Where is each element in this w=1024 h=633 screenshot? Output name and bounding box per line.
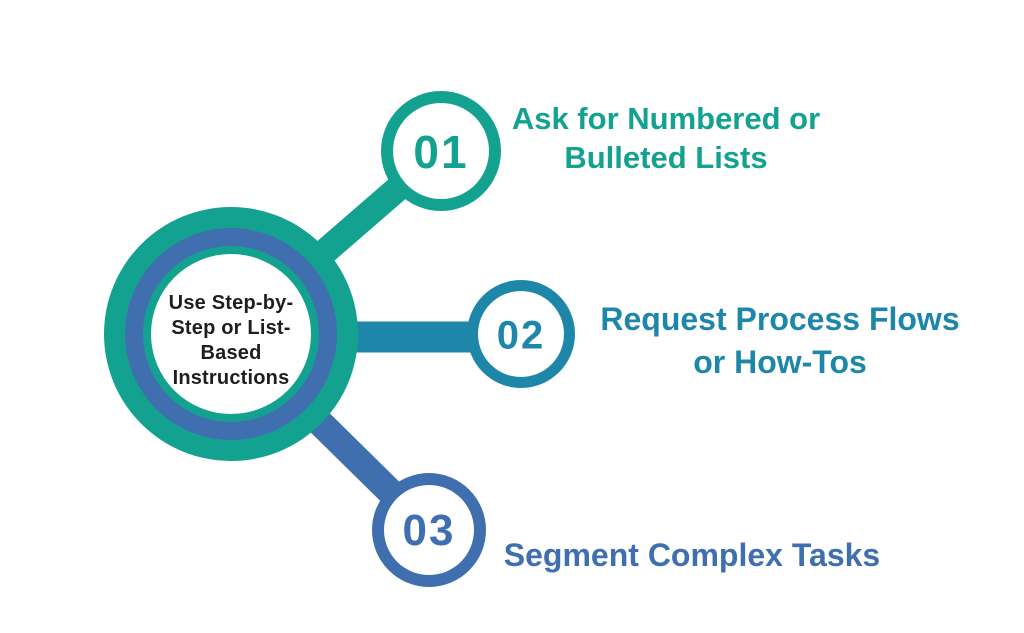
node-03-label-line: Segment Complex Tasks <box>503 537 881 573</box>
center-topic-line: Use Step-by- <box>168 292 294 314</box>
node-02-label-line: Request Process Flows <box>600 301 960 337</box>
node-02-number: 02 <box>496 313 546 358</box>
center-topic-line: Step or List- <box>171 317 291 339</box>
center-topic-line: Based <box>200 342 262 364</box>
node-01-label-line: Bulleted Lists <box>564 140 768 175</box>
node-01-label: Ask for Numbered or Bulleted Lists <box>512 99 820 177</box>
node-02-label: Request Process Flows or How-Tos <box>600 298 959 384</box>
node-03-number: 03 <box>402 506 456 555</box>
node-02-label-line: or How-Tos <box>693 344 867 380</box>
node-02-core <box>478 291 564 377</box>
center-circle-core <box>151 254 311 414</box>
node-01-number: 01 <box>413 126 469 178</box>
node-03-label: Segment Complex Tasks <box>504 536 880 574</box>
node-01-label-line: Ask for Numbered or <box>511 101 821 136</box>
node-03-core <box>384 485 474 575</box>
center-topic-line: Instructions <box>172 367 290 389</box>
center-topic-label: Use Step-by- Step or List- Based Instruc… <box>146 291 316 391</box>
node-01-core <box>393 103 489 199</box>
